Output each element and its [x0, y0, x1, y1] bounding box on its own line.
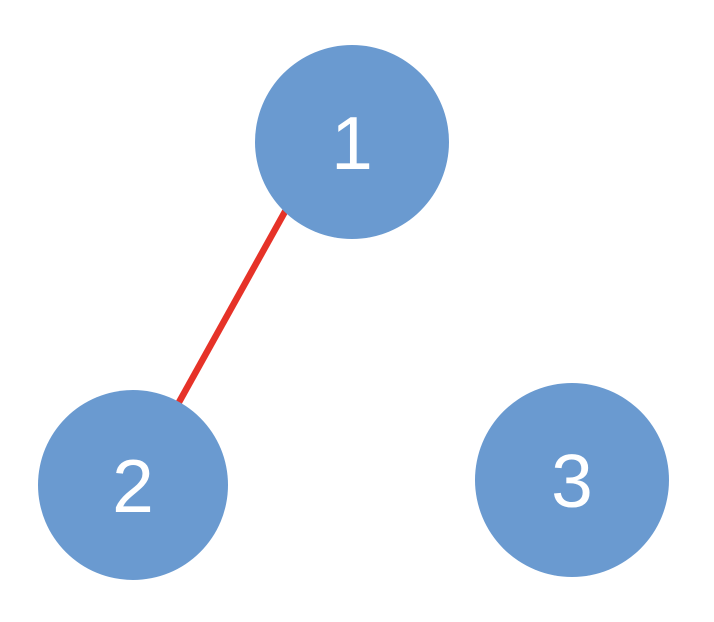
node-label-1: 1	[331, 101, 373, 185]
node-layer: 1 2 3	[38, 45, 669, 580]
node-label-2: 2	[112, 444, 154, 528]
node-circle-2[interactable]	[38, 390, 228, 580]
node-circle-3[interactable]	[475, 383, 669, 577]
node-label-3: 3	[551, 439, 593, 523]
graph-node-1[interactable]: 1	[255, 45, 449, 239]
graph-node-2[interactable]: 2	[38, 390, 228, 580]
edge-layer	[175, 206, 290, 406]
graph-node-3[interactable]: 3	[475, 383, 669, 577]
node-circle-1[interactable]	[255, 45, 449, 239]
graph-edge-1-2[interactable]	[175, 206, 290, 406]
